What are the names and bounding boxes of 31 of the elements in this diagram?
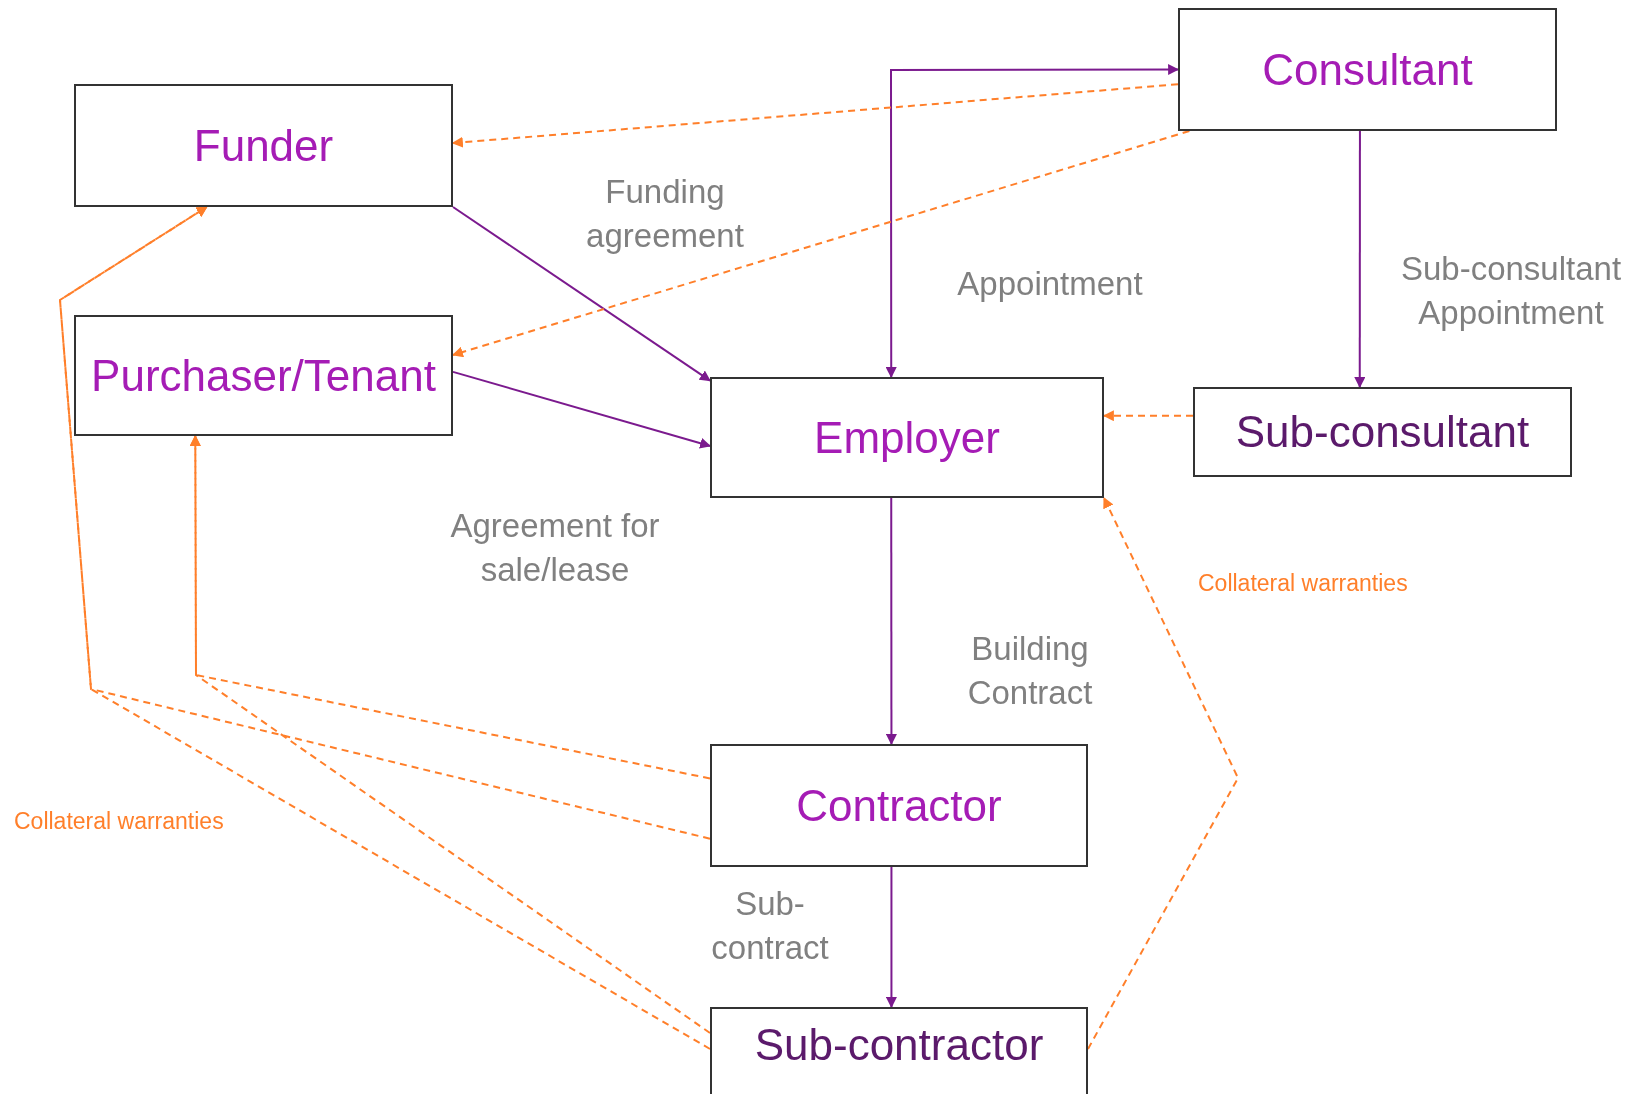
entity-box	[1178, 8, 1557, 131]
entity-name: Sub-consultant	[1235, 406, 1530, 458]
arrow	[885, 866, 897, 1009]
arrow	[1354, 130, 1366, 389]
arrow	[885, 497, 897, 746]
dashed-arrow	[189, 434, 711, 1034]
entity-name: Employer	[814, 411, 1000, 464]
edge-label: Appointment	[956, 264, 1144, 304]
edge-label: Funding agreement	[585, 172, 745, 256]
entity-name: Purchaser/Tenant	[91, 349, 436, 402]
edge-label: Sub-contract	[710, 884, 830, 968]
dashed-arrow	[58, 206, 711, 1050]
edge-label: Agreement for sale/lease	[449, 506, 661, 590]
edge-label: Sub-consultant Appointment	[1399, 249, 1623, 333]
arrow	[452, 370, 712, 449]
entity-name: Contractor	[796, 779, 1002, 832]
note-label: Collateral warranties	[1198, 569, 1408, 598]
entity-name: Funder	[193, 119, 334, 172]
entity-box	[710, 744, 1088, 867]
entity-box	[74, 315, 453, 436]
arrow	[885, 64, 1180, 379]
edge-label: Building Contract	[966, 629, 1094, 713]
arrow	[452, 206, 711, 382]
entity-box	[710, 377, 1104, 498]
dashed-arrow	[1087, 497, 1240, 1050]
note-label: Collateral warranties	[14, 807, 224, 836]
entity-name: Sub-contractor	[754, 1019, 1044, 1071]
entity-box	[1193, 387, 1572, 477]
entity-box	[710, 1007, 1088, 1094]
entity-box	[74, 84, 453, 207]
entity-name: Consultant	[1262, 43, 1473, 96]
